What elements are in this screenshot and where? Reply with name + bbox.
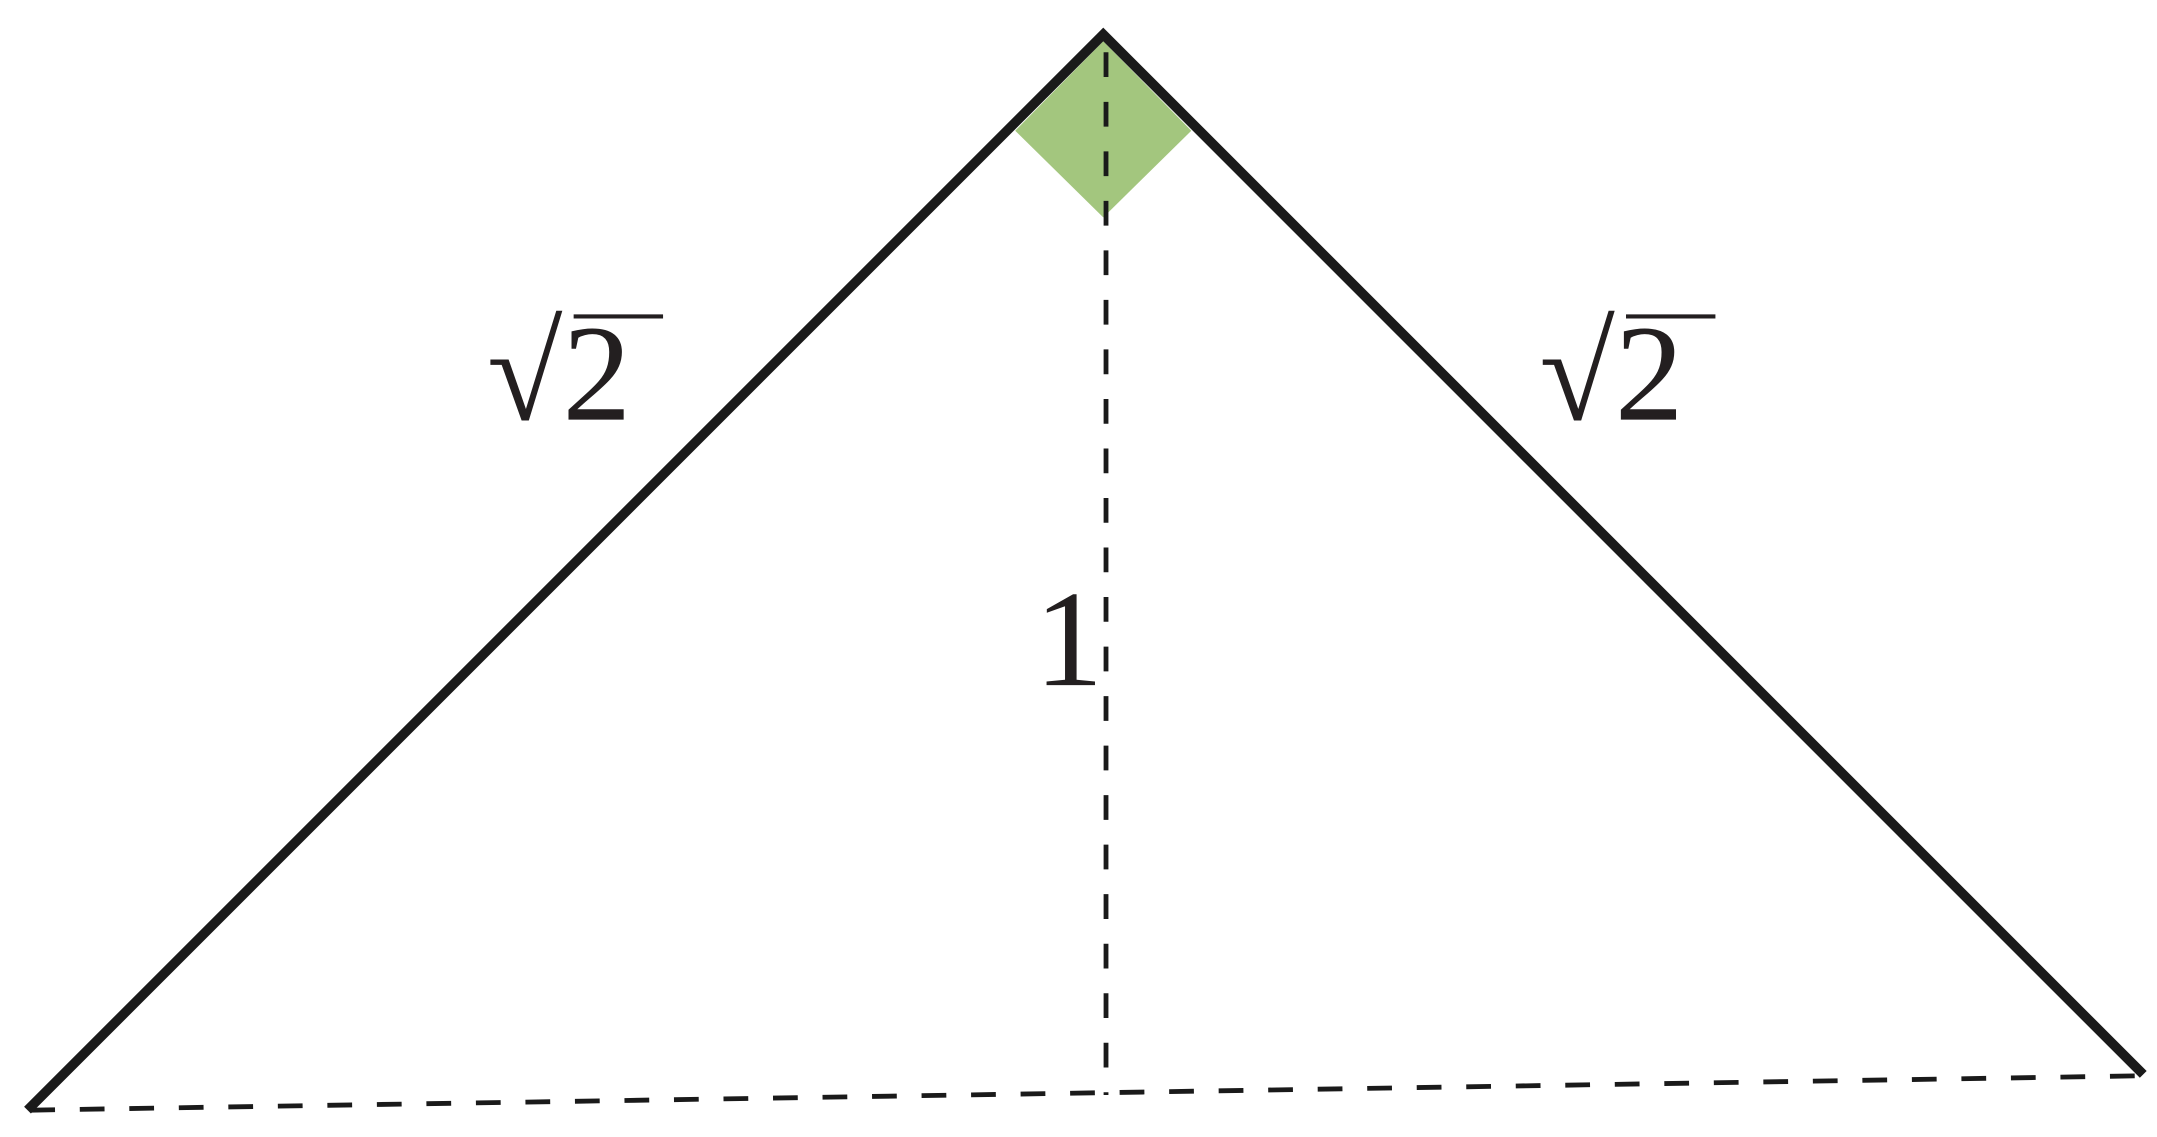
height-label: 1 — [1034, 562, 1103, 715]
right-angle-marker — [1015, 41, 1192, 218]
triangle-legs — [24, 27, 2147, 1114]
left-side-label: √2 — [487, 297, 664, 450]
right-side-label: √2 — [1539, 297, 1716, 450]
right-side-label-text: √2 — [1539, 297, 1683, 450]
left-side-label-text: √2 — [487, 297, 631, 450]
base-dashed-line — [30, 1073, 2144, 1113]
